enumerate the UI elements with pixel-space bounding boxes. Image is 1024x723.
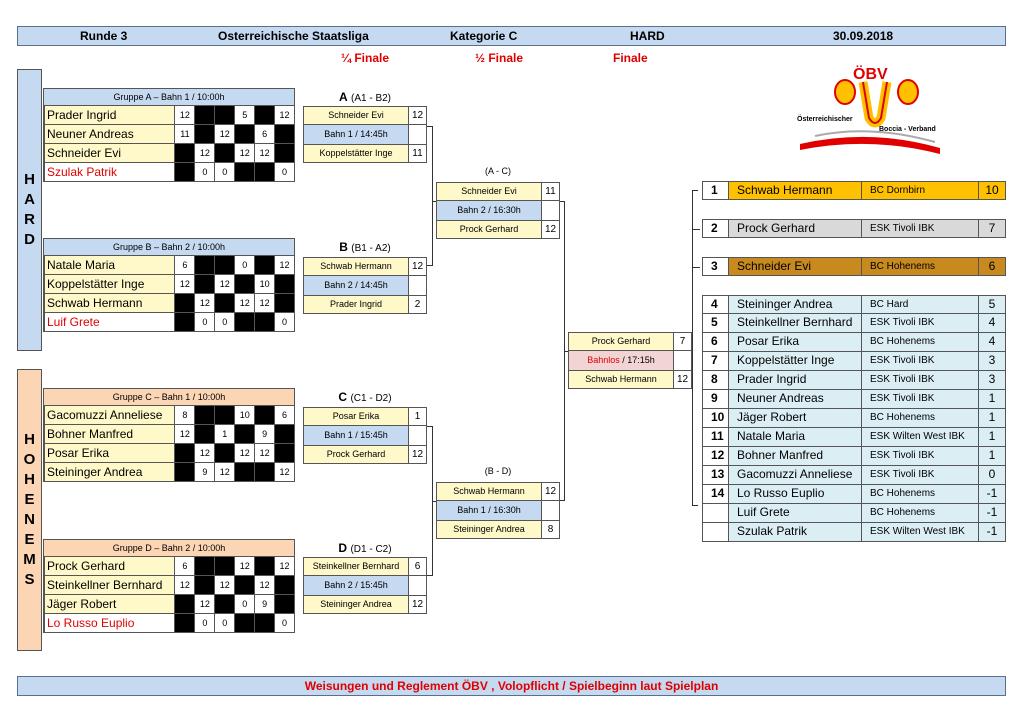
connector: [433, 501, 436, 502]
player-name: Luif Grete: [44, 313, 176, 332]
connector: [427, 426, 433, 576]
group-title: Gruppe A – Bahn 1 / 10:00h: [43, 88, 295, 106]
sf-2-title: (B - D): [484, 466, 512, 476]
player-name: Natale Maria: [44, 256, 176, 275]
connector: [433, 201, 436, 202]
date-label: 30.09.2018: [833, 29, 894, 43]
logo-sub-left: Österreichischer: [797, 116, 853, 123]
group-a: Gruppe A – Bahn 1 / 10:00h Prader Ingrid…: [43, 88, 295, 182]
round-label: Runde 3: [80, 29, 128, 43]
qf-a-title: A (A1 - B2): [338, 90, 392, 104]
player-name: Steinkellner Bernhard: [44, 576, 176, 595]
logo-text: ÖBV: [853, 66, 888, 83]
stage-quarter: ¼ Finale: [341, 51, 390, 65]
player-name: Prader Ingrid: [44, 106, 176, 125]
logo-sub-right: Boccia - Verband: [879, 126, 936, 133]
connector: [427, 126, 433, 266]
qf-c-title: C (C1 - D2): [338, 390, 392, 404]
player-name: Koppelstätter Inge: [44, 275, 176, 294]
place-label: HARD: [630, 29, 665, 43]
player-name: Posar Erika: [44, 444, 176, 463]
player-name: Schneider Evi: [44, 144, 176, 163]
connector: [692, 267, 700, 268]
group-c: Gruppe C – Bahn 1 / 10:00h Gacomuzzi Ann…: [43, 388, 295, 482]
connector: [692, 229, 700, 230]
stage-final: Finale: [613, 51, 648, 65]
player-name: Gacomuzzi Anneliese: [44, 406, 176, 425]
group-title: Gruppe D – Bahn 2 / 10:00h: [43, 539, 295, 557]
stage-half: ½ Finale: [475, 51, 524, 65]
player-name: Schwab Hermann: [44, 294, 176, 313]
category-label: Kategorie C: [450, 29, 518, 43]
player-name: Szulak Patrik: [44, 163, 176, 182]
header-bar: Runde 3 Osterreichische Staatsliga Kateg…: [17, 26, 1006, 46]
oebv-logo: ÖBV Österreichischer Boccia - Verband: [795, 66, 945, 158]
player-name: Lo Russo Euplio: [44, 614, 176, 633]
player-name: Prock Gerhard: [44, 557, 176, 576]
group-title: Gruppe C – Bahn 1 / 10:00h: [43, 388, 295, 406]
player-name: Jäger Robert: [44, 595, 176, 614]
qf-d-title: D (D1 - C2): [338, 541, 392, 555]
group-d: Gruppe D – Bahn 2 / 10:00h Prock Gerhard…: [43, 539, 295, 633]
group-title: Gruppe B – Bahn 2 / 10:00h: [43, 238, 295, 256]
connector: [565, 351, 568, 352]
player-name: Bohner Manfred: [44, 425, 176, 444]
sf-1-title: (A - C): [485, 166, 511, 176]
connector: [560, 201, 565, 501]
player-name: Neuner Andreas: [44, 125, 176, 144]
player-name: Steininger Andrea: [44, 463, 176, 482]
footer-note: Weisungen und Reglement ÖBV , Volopflich…: [17, 676, 1006, 696]
connector: [692, 190, 698, 506]
qf-b-title: B (B1 - A2): [339, 240, 391, 254]
league-label: Osterreichische Staatsliga: [218, 29, 369, 43]
